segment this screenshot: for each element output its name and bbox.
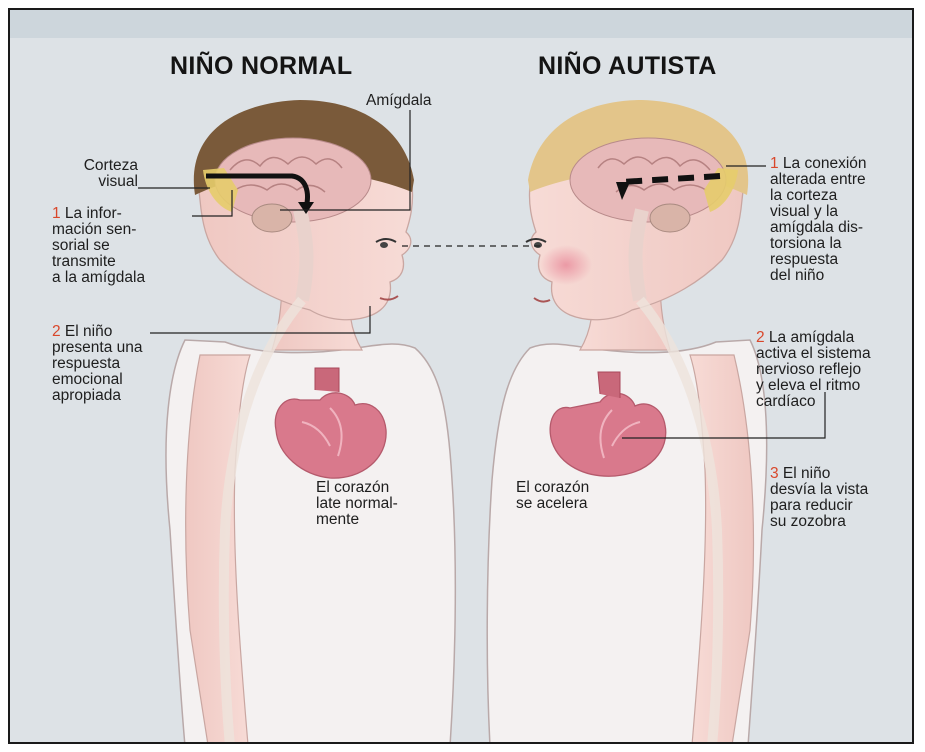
step-text: El niño desvía la vista para reducir su … [770,465,868,530]
label-normal-step1: 1 La infor- mación sen- sorial se transm… [52,206,145,286]
step-number: 2 [756,329,765,346]
step-text: La conexión alterada entre la corteza vi… [770,155,867,284]
label-autistic-step2: 2 La amígdala activa el sistema nervioso… [756,330,871,410]
autistic-cheek [540,245,592,285]
step-number: 3 [770,465,779,482]
autistic-child-figure [487,100,766,744]
title-normal-child: NIÑO NORMAL [170,52,352,81]
step-number: 2 [52,323,61,340]
label-visual-cortex: Corteza visual [38,158,138,190]
normal-amygdala [252,204,292,232]
diagram-frame: NIÑO NORMAL NIÑO AUTISTA Amígdala Cortez… [8,8,914,744]
label-autistic-step1: 1 La conexión alterada entre la corteza … [770,156,867,284]
normal-eye [380,242,388,248]
label-autistic-heart: El corazón se acelera [516,480,589,512]
label-amygdala: Amígdala [366,93,431,109]
step-text: La infor- mación sen- sorial se transmit… [52,205,145,286]
autistic-brain [570,138,726,222]
step-number: 1 [770,155,779,172]
step-text: El niño presenta una respuesta emocional… [52,323,143,404]
normal-child-figure [166,100,455,744]
label-normal-step2: 2 El niño presenta una respuesta emocion… [52,324,143,404]
label-normal-heart: El corazón late normal- mente [316,480,398,528]
step-number: 1 [52,205,61,222]
step-text: La amígdala activa el sistema nervioso r… [756,329,871,410]
autistic-amygdala [650,204,690,232]
title-autistic-child: NIÑO AUTISTA [538,52,717,81]
label-autistic-step3: 3 El niño desvía la vista para reducir s… [770,466,868,530]
header-band [10,10,914,38]
autistic-eye [534,242,542,248]
